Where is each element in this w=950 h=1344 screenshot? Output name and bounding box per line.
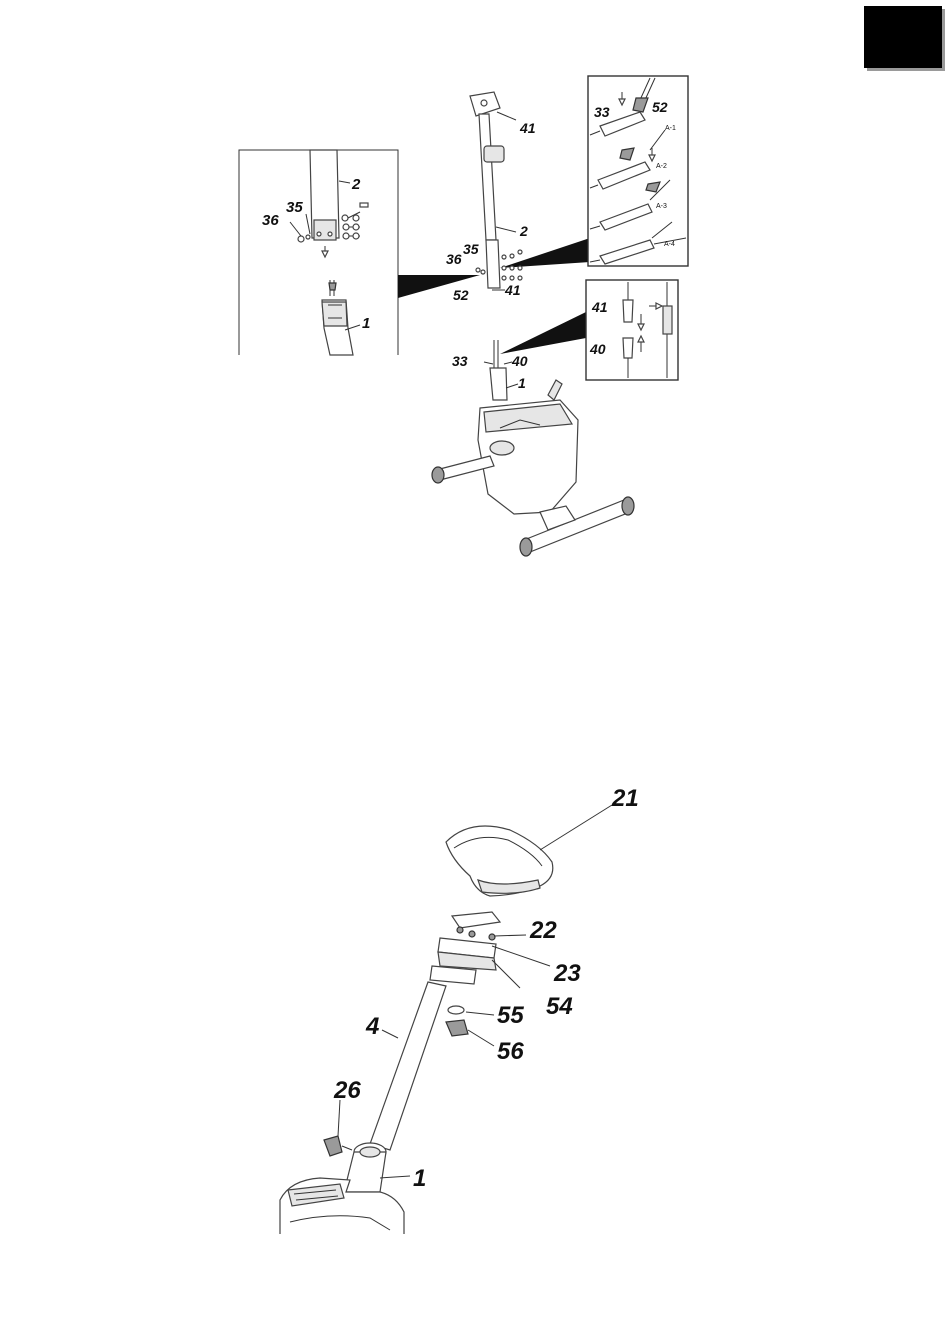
inset-pointer-right-top	[500, 238, 590, 268]
inset-left-label-1: 1	[362, 315, 370, 332]
label-54: 54	[546, 993, 573, 1020]
handlebar-post-main: 41 2 35 36 52 41	[446, 92, 536, 303]
inset-left-label-2: 2	[351, 176, 361, 193]
label-4: 4	[365, 1013, 379, 1040]
inset-pointer-right-bottom	[500, 312, 586, 354]
step-a4-label: A-4	[664, 241, 675, 248]
inset-left-label-35: 35	[286, 199, 303, 216]
inset-right-label-41: 41	[591, 299, 608, 315]
inset-left-detail: 2 36 35 1	[239, 150, 398, 355]
label-41-main: 41	[504, 282, 521, 298]
inset-left-label-36: 36	[262, 212, 279, 229]
label-22: 22	[529, 917, 557, 944]
label-1-seat-tube: 1	[413, 1165, 426, 1192]
label-35-main: 35	[463, 241, 479, 257]
diagram-seat-assembly: 21 22 23 54 55 56 4	[280, 785, 639, 1234]
label-2-main: 2	[519, 223, 528, 239]
label-36-main: 36	[446, 251, 462, 267]
label-56: 56	[497, 1038, 524, 1065]
label-33-frame: 33	[452, 353, 468, 369]
label-52-main: 52	[453, 287, 469, 303]
inset-right-label-33: 33	[594, 104, 610, 120]
label-41-top: 41	[519, 120, 536, 136]
label-1-frame: 1	[518, 375, 526, 391]
step-a3-label: A-3	[656, 203, 667, 210]
inset-right-label-40: 40	[589, 341, 606, 357]
label-55: 55	[497, 1002, 524, 1029]
step-a2-label: A-2	[656, 163, 667, 170]
label-23: 23	[553, 960, 581, 987]
label-40-frame: 40	[511, 353, 528, 369]
step-a1-label: A-1	[665, 125, 676, 132]
inset-right-cable-steps: 33 52 A-1 A-2 A-3 A-4	[588, 76, 688, 266]
label-21-seat: 21	[611, 785, 639, 812]
label-26: 26	[333, 1077, 361, 1104]
diagram-handlebar-post: 2 36 35 1	[239, 76, 688, 556]
inset-right-connector: 41 40	[586, 280, 678, 380]
inset-right-label-52: 52	[652, 99, 668, 115]
